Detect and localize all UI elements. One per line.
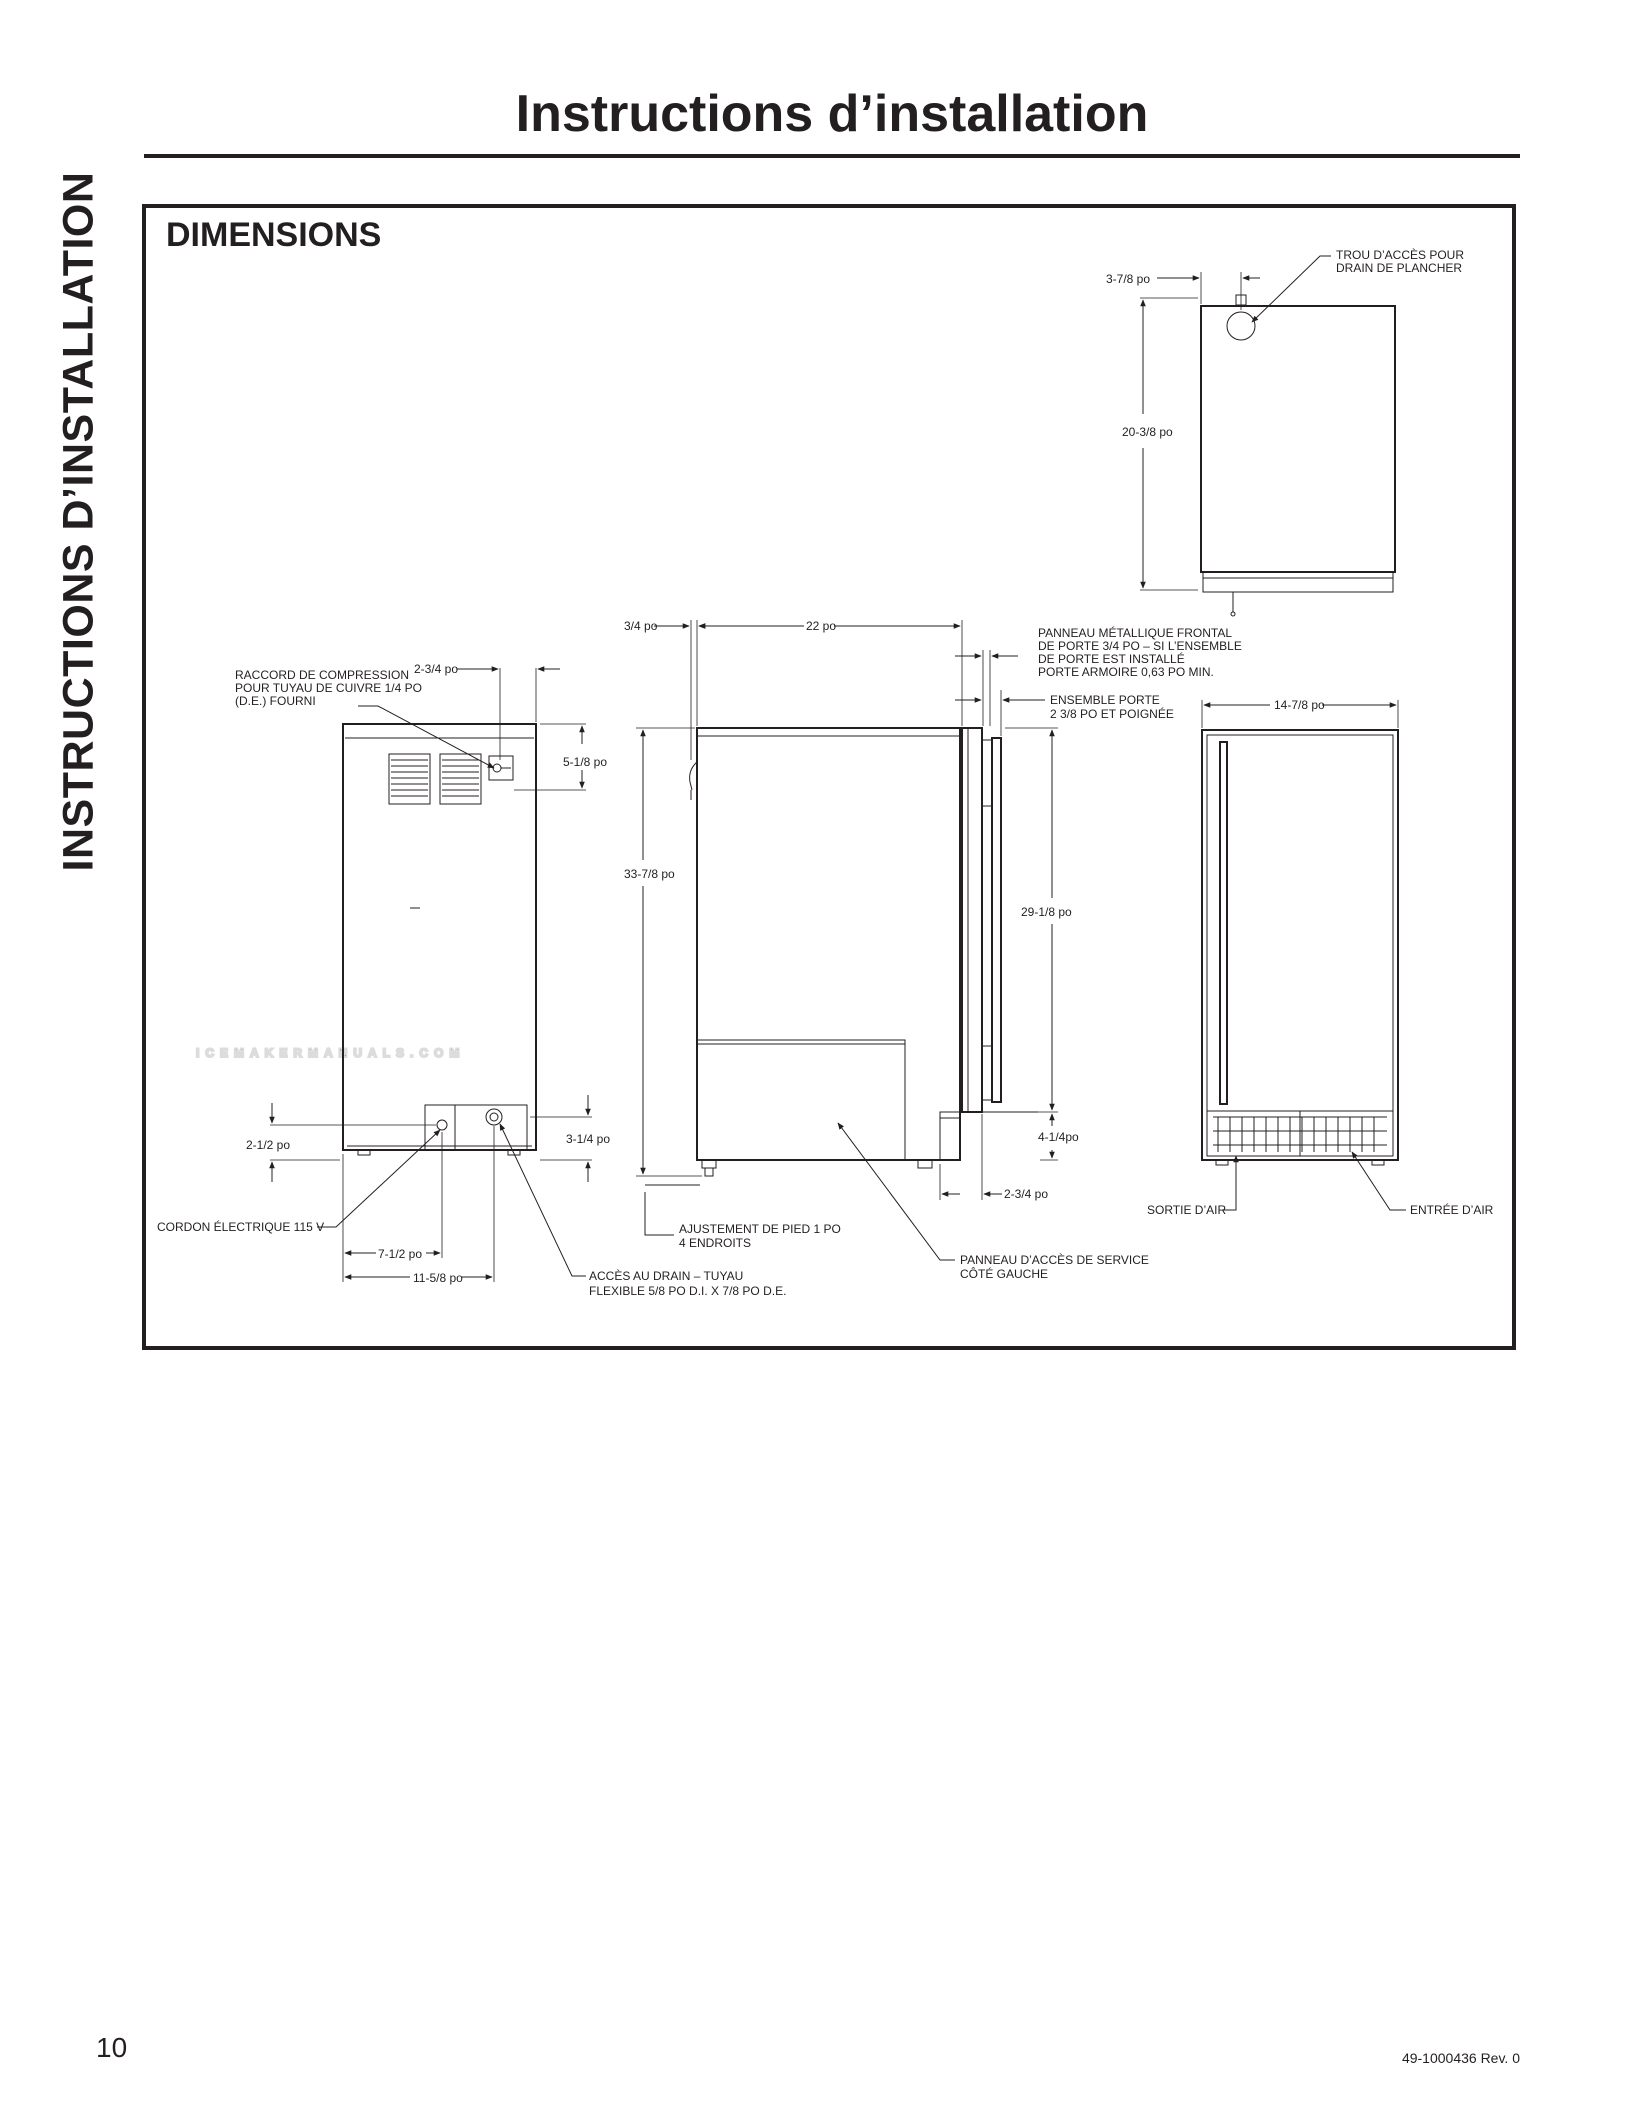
dim-side-height: 33-7/8 po <box>624 867 675 881</box>
dim-rear-conn-width: 2-3/4 po <box>414 662 458 676</box>
callout-compression-1: RACCORD DE COMPRESSION <box>235 668 409 682</box>
callout-leveling-foot-2: 4 ENDROITS <box>679 1236 751 1250</box>
dim-side-depth: 22 po <box>806 619 836 633</box>
top-view: 3-7/8 po 20-3/8 po TROU D’ACCÈS POUR DRA… <box>1106 247 1464 617</box>
rear-view: 2-3/4 po 5-1/8 po 2-1/2 po 3-1/4 po 7-1/… <box>157 662 786 1298</box>
callout-door-assembly-1: ENSEMBLE PORTE <box>1050 693 1160 707</box>
callout-door-assembly-2: 2 3/8 PO ET POIGNÉE <box>1050 706 1174 721</box>
dim-rear-bottom-right: 3-1/4 po <box>566 1132 610 1146</box>
callout-floor-drain-1: TROU D’ACCÈS POUR <box>1336 247 1464 262</box>
title-rule <box>144 154 1520 158</box>
callout-power-cord: CORDON ÉLECTRIQUE 115 V <box>157 1219 324 1234</box>
front-view: 14-7/8 po SORTIE D’AIR ENTRÉE D’AIR <box>1147 698 1494 1217</box>
callout-service-panel-1: PANNEAU D’ACCÈS DE SERVICE <box>960 1252 1149 1267</box>
page-number: 10 <box>96 2032 128 2063</box>
page-title: Instructions d’installation <box>515 85 1149 143</box>
dim-top-width: 3-7/8 po <box>1106 272 1150 286</box>
dim-rear-drain-offset: 7-1/2 po <box>378 1247 422 1261</box>
callout-front-panel-1: PANNEAU MÉTALLIQUE FRONTAL <box>1038 625 1232 640</box>
section-heading: DIMENSIONS <box>166 216 382 254</box>
callout-compression-3: (D.E.) FOURNI <box>235 694 316 708</box>
callout-front-panel-4: PORTE ARMOIRE 0,63 PO MIN. <box>1038 665 1214 679</box>
callout-drain-access-2: FLEXIBLE 5/8 PO D.I. X 7/8 PO D.E. <box>589 1284 786 1298</box>
callout-floor-drain-2: DRAIN DE PLANCHER <box>1336 261 1462 275</box>
callout-air-inlet: ENTRÉE D’AIR <box>1410 1202 1494 1217</box>
dim-side-kick-depth: 2-3/4 po <box>1004 1187 1048 1201</box>
front-grille <box>1206 1110 1394 1157</box>
dim-side-door-height: 29-1/8 po <box>1021 905 1072 919</box>
door-handle <box>991 737 1002 1103</box>
callout-front-panel-3: DE PORTE EST INSTALLÉ <box>1038 651 1185 666</box>
callout-front-panel-2: DE PORTE 3/4 PO – SI L’ENSEMBLE <box>1038 639 1242 653</box>
callout-compression-2: POUR TUYAU DE CUIVRE 1/4 PO <box>235 681 422 695</box>
power-cord-outlet <box>436 1119 448 1131</box>
document-number: 49-1000436 Rev. 0 <box>1401 2050 1520 2066</box>
dimensions-frame <box>142 204 1516 1350</box>
dim-side-kick-height: 4-1/4po <box>1038 1130 1079 1144</box>
dim-rear-width: 11-5/8 po <box>413 1271 463 1285</box>
callout-air-outlet: SORTIE D’AIR <box>1147 1203 1226 1217</box>
rear-vents-left <box>388 753 431 805</box>
floor-drain-hole <box>1226 311 1256 341</box>
rear-vents-right <box>439 753 482 805</box>
callout-service-panel-2: CÔTÉ GAUCHE <box>960 1266 1048 1281</box>
callout-drain-access-1: ACCÈS AU DRAIN – TUYAU <box>589 1268 743 1283</box>
dim-rear-conn-height: 5-1/8 po <box>563 755 607 769</box>
side-view: 3/4 po 22 po PANNEAU MÉTALLIQUE FRONTAL … <box>624 619 1242 1281</box>
dim-rear-bottom-left: 2-1/2 po <box>246 1138 290 1152</box>
callout-leveling-foot-1: AJUSTEMENT DE PIED 1 PO <box>679 1222 841 1236</box>
dim-front-width: 14-7/8 po <box>1274 698 1325 712</box>
front-handle <box>1219 741 1228 1105</box>
watermark: ICEMAKERMANUALS.COM <box>196 1046 465 1060</box>
dim-top-depth: 20-3/8 po <box>1122 425 1173 439</box>
dim-side-panel: 3/4 po <box>624 619 658 633</box>
drain-outlet <box>485 1108 503 1126</box>
